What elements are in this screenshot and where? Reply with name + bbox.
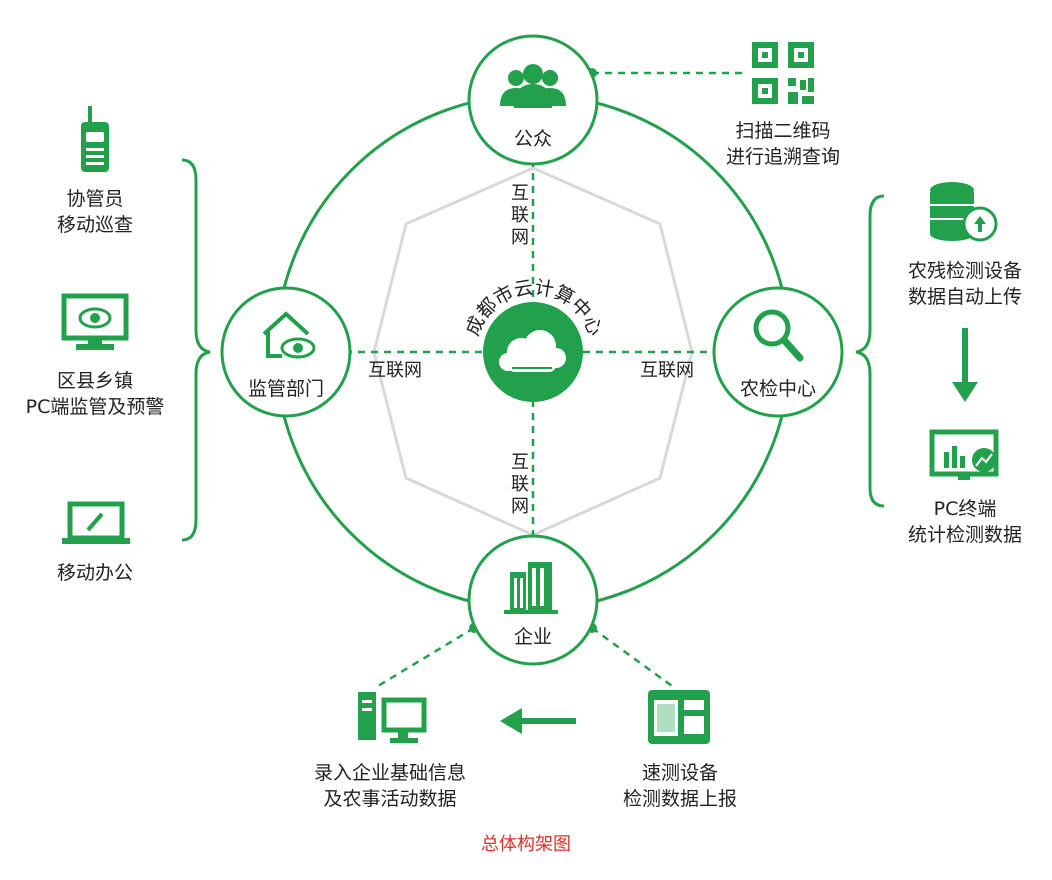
link-label-bottom: 互联网 <box>511 452 529 517</box>
figure-caption: 总体构架图 <box>481 834 571 855</box>
house-eye-icon <box>262 311 310 358</box>
people-icon <box>500 64 566 108</box>
bottom-item-enterprise-input: 录入企业基础信息 及农事活动数据 <box>313 762 466 810</box>
test-device-icon <box>648 690 710 744</box>
node-regulator <box>220 286 352 418</box>
database-cloud-badge <box>962 206 998 242</box>
database-cloud-icon <box>930 182 974 241</box>
dashboard-chart-icon <box>929 429 999 480</box>
monitor-eye-icon <box>61 293 129 350</box>
node-enterprise-label: 企业 <box>513 626 552 648</box>
right-brace <box>855 194 885 508</box>
node-public-label: 公众 <box>513 128 552 150</box>
bottom-item-test-report: 速测设备 检测数据上报 <box>622 762 737 810</box>
node-regulator-label: 监管部门 <box>247 378 324 400</box>
left-brace <box>181 158 211 542</box>
link-label-left: 互联网 <box>368 360 422 381</box>
right-item-pc-stats: PC终端 统计检测数据 <box>907 498 1022 546</box>
node-inspection-label: 农检中心 <box>739 378 816 400</box>
magnifier-icon <box>753 309 804 362</box>
left-item-county-monitor: 区县乡镇 PC端监管及预警 <box>25 370 165 418</box>
right-item-residue-upload: 农残检测设备 数据自动上传 <box>907 260 1022 308</box>
laptop-pen-icon <box>62 501 130 544</box>
link-label-top: 互联网 <box>511 183 529 248</box>
qr-label: 扫描二维码 进行追溯查询 <box>725 120 840 168</box>
desktop-computer-icon <box>358 692 427 743</box>
left-item-patrol: 协管员 移动巡查 <box>56 188 133 236</box>
node-inspection <box>712 286 844 418</box>
down-arrow <box>952 328 978 402</box>
left-item-mobile-office: 移动办公 <box>56 562 133 584</box>
internet-spokes <box>345 71 745 688</box>
link-label-right: 互联网 <box>640 360 694 381</box>
left-arrow <box>500 708 576 734</box>
